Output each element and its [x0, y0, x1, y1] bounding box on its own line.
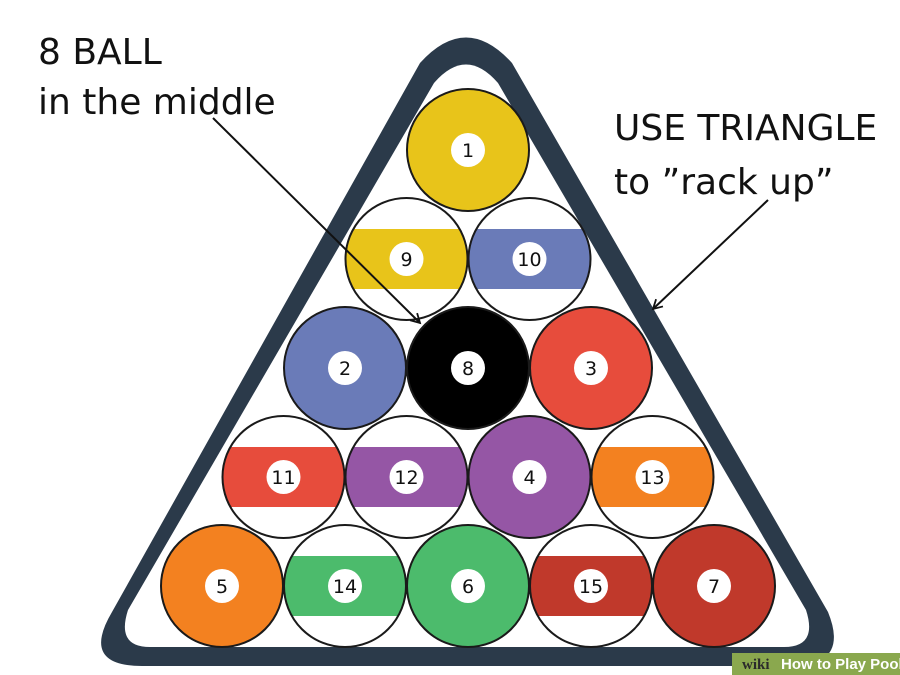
- ball-number-label: 12: [394, 467, 418, 489]
- eight-ball-arrow: [212, 117, 422, 325]
- number-disc: [205, 569, 239, 603]
- watermark-title: How to Play Pool: [781, 656, 900, 673]
- ball-number-label: 6: [462, 576, 474, 598]
- number-disc: [574, 569, 608, 603]
- ball-9: 9: [344, 197, 469, 321]
- ball-11: 11: [221, 415, 346, 539]
- number-disc: [389, 242, 424, 276]
- ball-6: 6: [406, 524, 530, 648]
- number-disc: [635, 460, 670, 494]
- ball-number-label: 1: [462, 140, 474, 162]
- ball-number-label: 14: [333, 576, 357, 598]
- ball-number-label: 15: [579, 576, 603, 598]
- ball-15: 15: [529, 524, 653, 648]
- ball-group: 1 9 10 2 8 3 11 12 4 13 5 14 6 15 7: [160, 88, 776, 648]
- number-disc: [512, 460, 547, 494]
- ball-number-label: 9: [400, 249, 412, 271]
- number-disc: [697, 569, 731, 603]
- ball-outline: [590, 415, 715, 539]
- number-disc: [328, 351, 362, 385]
- number-disc: [451, 133, 485, 167]
- number-disc: [574, 351, 608, 385]
- ball-3: 3: [529, 306, 653, 430]
- eight-ball-label-line2: in the middle: [38, 82, 276, 123]
- ball-14: 14: [283, 524, 407, 648]
- number-disc: [451, 351, 485, 385]
- triangle-annotation: USE TRIANGLE to ”rack up”: [614, 108, 877, 311]
- ball-12: 12: [344, 415, 469, 539]
- number-disc: [328, 569, 362, 603]
- ball-number-label: 5: [216, 576, 228, 598]
- ball-number-label: 7: [708, 576, 720, 598]
- number-disc: [512, 242, 547, 276]
- ball-number-label: 4: [523, 467, 535, 489]
- ball-8: 8: [406, 306, 530, 430]
- ball-13: 13: [590, 415, 715, 539]
- ball-number-label: 8: [462, 358, 474, 380]
- eight-ball-label-line1: 8 BALL: [38, 32, 162, 73]
- ball-number-label: 2: [339, 358, 351, 380]
- ball-outline: [467, 197, 592, 321]
- triangle-label-line1: USE TRIANGLE: [614, 108, 877, 149]
- watermark-background: [732, 653, 900, 675]
- ball-number-label: 3: [585, 358, 597, 380]
- ball-2: 2: [283, 306, 407, 430]
- ball-7: 7: [652, 524, 776, 648]
- triangle-arrow: [651, 199, 769, 311]
- watermark: wiki How to Play Pool: [732, 653, 900, 675]
- ball-number-label: 13: [640, 467, 664, 489]
- ball-number-label: 11: [271, 467, 295, 489]
- number-disc: [451, 569, 485, 603]
- ball-10: 10: [467, 197, 592, 321]
- ball-1: 1: [406, 88, 530, 212]
- triangle-label-line2: to ”rack up”: [614, 162, 834, 203]
- number-disc: [266, 460, 301, 494]
- ball-5: 5: [160, 524, 284, 648]
- watermark-brand: wiki: [742, 657, 770, 673]
- number-disc: [389, 460, 424, 494]
- ball-number-label: 10: [517, 249, 541, 271]
- eight-ball-annotation: 8 BALL in the middle: [38, 32, 422, 325]
- ball-4: 4: [467, 415, 592, 539]
